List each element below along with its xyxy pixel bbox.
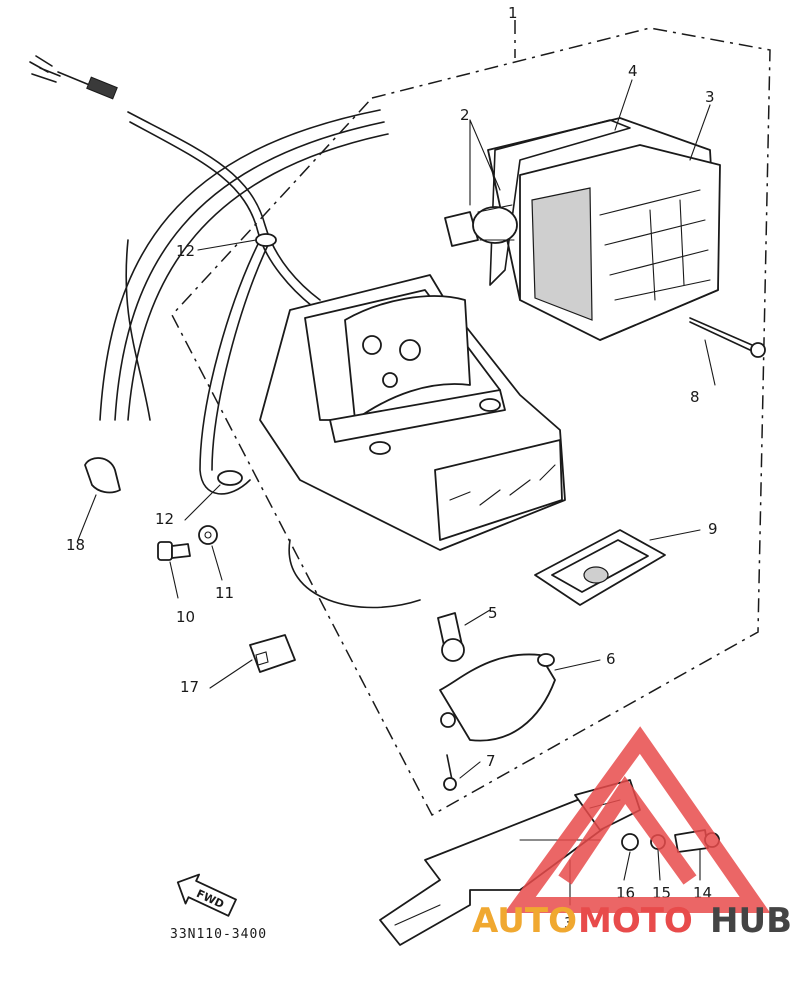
rear-fender (99, 109, 421, 609)
bolt-10 (157, 541, 191, 561)
callout-6: 6 (606, 650, 616, 668)
wire-harness (29, 55, 321, 495)
callout-11: 11 (215, 584, 234, 602)
watermark-auto: AUTO (472, 901, 577, 941)
gasket (489, 119, 631, 286)
leader-lines (77, 79, 716, 906)
clip-18 (84, 457, 121, 494)
connector-17 (249, 634, 296, 673)
long-screw (689, 317, 766, 358)
callout-12-lower: 12 (155, 510, 174, 528)
washer-16 (621, 833, 639, 851)
watermark-moto: MOTO (578, 901, 693, 941)
assembly-boundary (171, 20, 771, 817)
grommet-upper (255, 233, 277, 247)
callout-4: 4 (628, 62, 638, 80)
bulb (444, 204, 518, 247)
callout-3-upper: 3 (705, 88, 715, 106)
fwd-arrow: FWD (176, 873, 237, 917)
grommet-lower (217, 470, 243, 486)
callout-2: 2 (460, 106, 470, 124)
callout-3-lower: 3 (564, 914, 574, 932)
small-bulb (437, 612, 465, 662)
taillight-housing (259, 274, 566, 551)
callout-5: 5 (488, 604, 498, 622)
callout-12-upper: 12 (176, 242, 195, 260)
callout-9: 9 (708, 520, 718, 538)
callout-1: 1 (508, 4, 518, 22)
diagram-code: 33N110-3400 (170, 927, 267, 942)
license-lens (534, 529, 666, 606)
watermark-hub: HUB (710, 901, 792, 941)
callout-10: 10 (176, 608, 195, 626)
callout-8: 8 (690, 388, 700, 406)
small-screw (443, 754, 457, 791)
washer-11 (198, 525, 218, 545)
callout-17: 17 (180, 678, 199, 696)
watermark-logo: AUTO MOTO HUB (472, 726, 792, 941)
license-lamp-housing (439, 653, 556, 742)
callout-18: 18 (66, 536, 85, 554)
callout-7: 7 (486, 752, 496, 770)
taillight-lens-unit (487, 117, 721, 341)
